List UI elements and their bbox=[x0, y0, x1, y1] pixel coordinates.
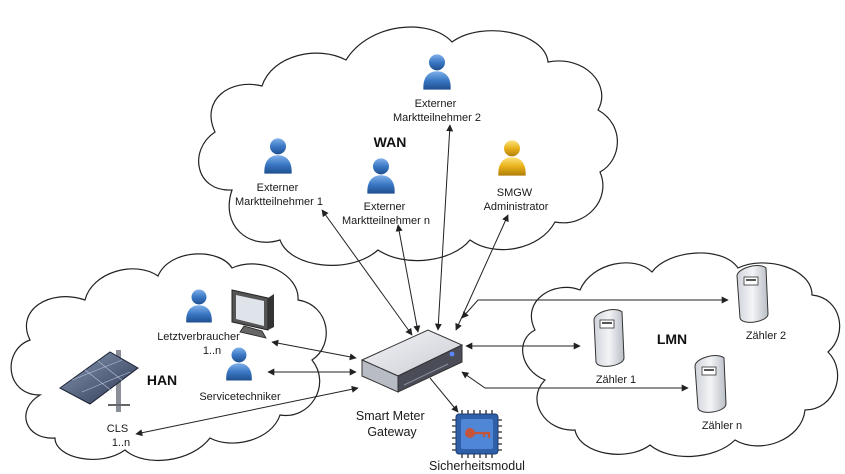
security-module-chip-icon bbox=[452, 410, 502, 458]
zaehler-2-label: Zähler 2 bbox=[746, 330, 786, 342]
security-module-label: Sicherheitsmodul bbox=[429, 459, 525, 473]
svg-text:Externer Marktteilnehmer 2: Externer Marktteilnehmer 2 bbox=[393, 98, 481, 124]
han-label: HAN bbox=[147, 372, 177, 388]
smart-meter-gateway-icon bbox=[360, 329, 464, 393]
meter-icon-1 bbox=[593, 309, 625, 367]
ext2-line1: Externer bbox=[415, 98, 457, 110]
lmn-label: LMN bbox=[657, 331, 687, 347]
wan-cloud bbox=[198, 26, 618, 266]
solar-panel-icon bbox=[59, 350, 139, 412]
cls-line2: 1..n bbox=[112, 437, 130, 449]
service-label: Servicetechniker bbox=[199, 391, 281, 403]
svg-text:SMGW Administrator: SMGW Administrator bbox=[484, 187, 549, 213]
ext1-line1: Externer bbox=[257, 182, 299, 194]
zaehler-n-label: Zähler n bbox=[702, 420, 742, 432]
ext2-line2: Marktteilnehmer 2 bbox=[393, 112, 481, 124]
gateway-line1: Smart Meter bbox=[356, 409, 425, 423]
meter-icon-n bbox=[694, 355, 727, 413]
svg-text:CLS 1..n: CLS 1..n bbox=[107, 423, 131, 449]
svg-text:Externer Marktteilnehmer n: Externer Marktteilnehmer n bbox=[342, 201, 430, 227]
ext1-line2: Marktteilnehmer 1 bbox=[235, 196, 323, 208]
monitor-icon bbox=[231, 289, 274, 339]
wan-label: WAN bbox=[374, 134, 407, 150]
zaehler-1-label: Zähler 1 bbox=[596, 374, 636, 386]
letzt-line1: Letztverbraucher bbox=[157, 331, 240, 343]
admin-line1: SMGW bbox=[497, 187, 533, 199]
meter-icon-2 bbox=[736, 265, 769, 323]
han-cloud bbox=[10, 253, 327, 462]
svg-text:Externer Marktteilnehmer 1: Externer Marktteilnehmer 1 bbox=[235, 182, 323, 208]
admin-line2: Administrator bbox=[484, 201, 549, 213]
lmn-cloud bbox=[522, 252, 841, 457]
letzt-line2: 1..n bbox=[203, 345, 221, 357]
extn-line1: Externer bbox=[364, 201, 406, 213]
svg-text:Smart Meter Gateway: Smart Meter Gateway bbox=[356, 409, 428, 439]
cls-line1: CLS bbox=[107, 423, 128, 435]
extn-line2: Marktteilnehmer n bbox=[342, 215, 430, 227]
gateway-line2: Gateway bbox=[367, 425, 417, 439]
svg-text:Letztverbraucher 1..n: Letztverbraucher 1..n bbox=[157, 331, 243, 357]
connection-arrows bbox=[135, 124, 729, 437]
